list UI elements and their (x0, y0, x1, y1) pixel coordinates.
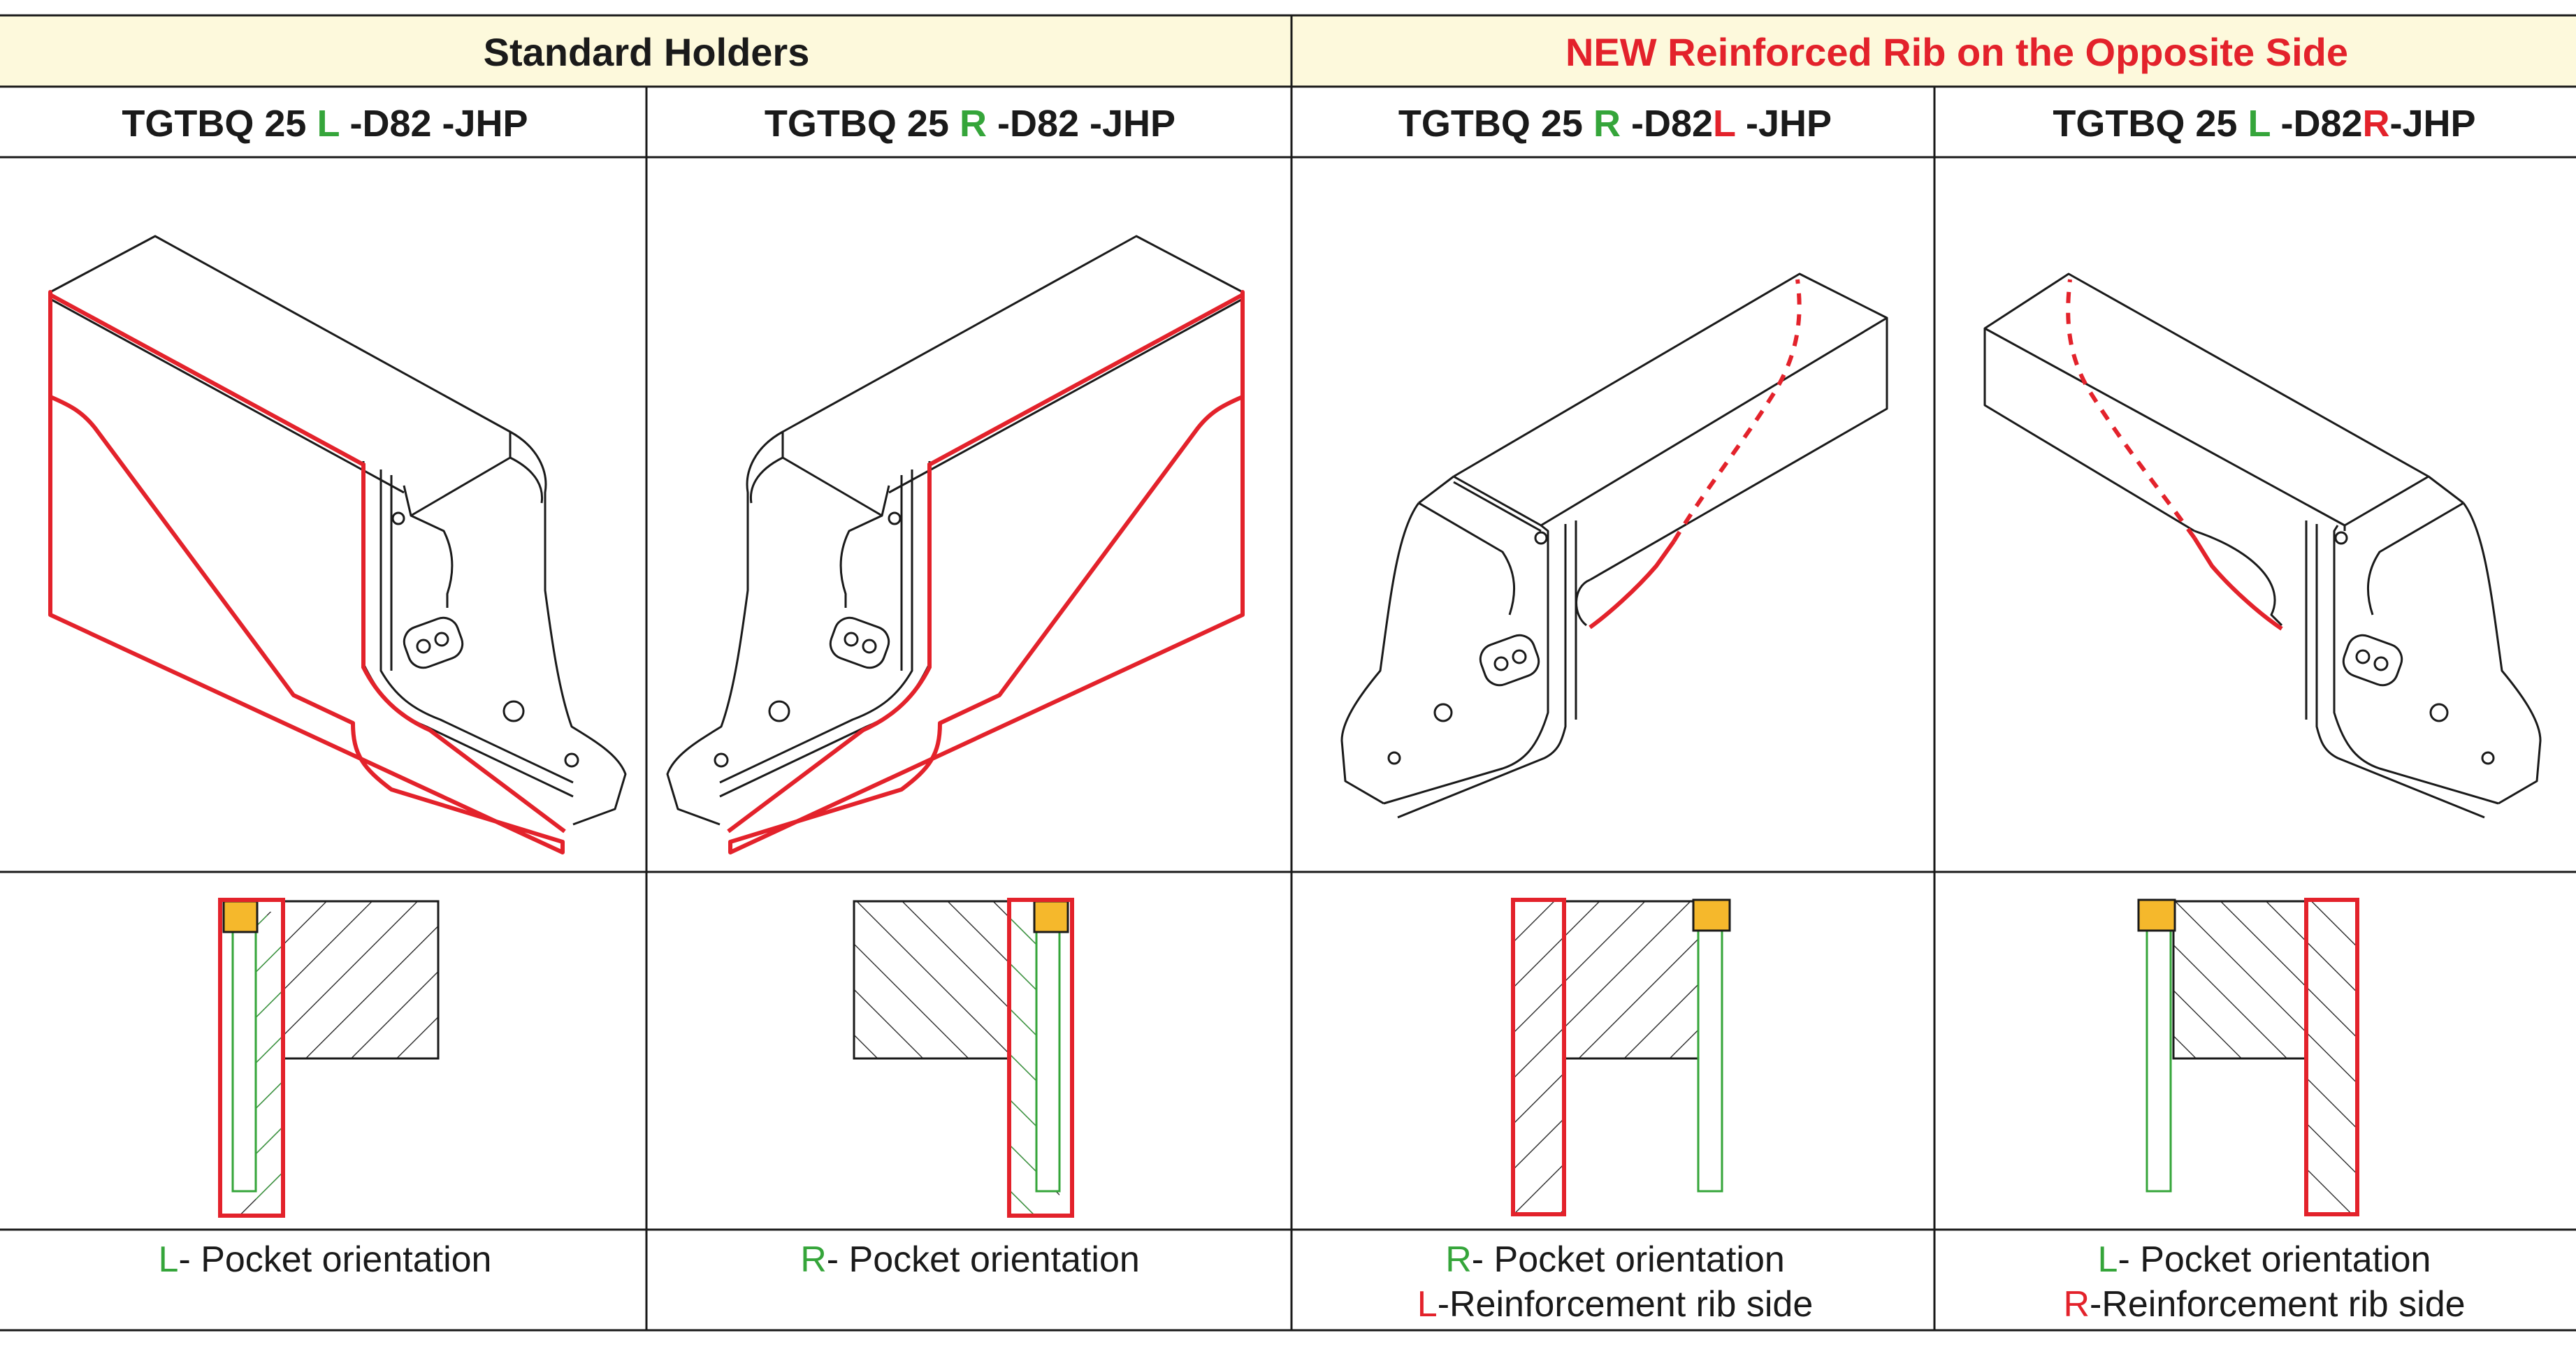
holder-iso-drawing-1 (49, 235, 627, 826)
rib-letter: L (1713, 103, 1735, 145)
hand-letter: R (960, 103, 987, 145)
section-view-4 (2137, 898, 2359, 1216)
rib-letter: R (2363, 103, 2390, 145)
reinforcement-outline (1007, 898, 1074, 1218)
caption-col4-line1: L- Pocket orientation (2098, 1239, 2431, 1280)
section-view-2 (853, 898, 1074, 1218)
reinforcement-rib (2304, 898, 2359, 1216)
caption-col4-line2: R-Reinforcement rib side (2063, 1284, 2465, 1325)
pocket-slot (1697, 914, 1723, 1193)
hand-letter: L (317, 103, 339, 145)
reinforcement-hidden-line-3 (1672, 279, 1802, 543)
insert-square (1692, 898, 1731, 932)
hand-letter: R (1593, 103, 1621, 145)
caption-col3-line1: R- Pocket orientation (1445, 1239, 1785, 1280)
model-name-col4: TGTBQ 25 L -D82R-JHP (2053, 103, 2475, 145)
section-view-3 (1511, 898, 1731, 1216)
model-name-col3: TGTBQ 25 R -D82L -JHP (1398, 103, 1832, 145)
reinforcement-hidden-line-4 (2066, 279, 2197, 539)
hand-letter: L (2248, 103, 2270, 145)
table-grid (0, 14, 2576, 1332)
caption-col3-line2: L-Reinforcement rib side (1417, 1284, 1813, 1325)
insert-square (1033, 900, 1069, 933)
pocket-slot (1035, 914, 1061, 1193)
caption-col2: R- Pocket orientation (800, 1239, 1140, 1280)
insert-square (222, 900, 259, 933)
model-name-col2: TGTBQ 25 R -D82 -JHP (765, 103, 1175, 145)
pocket-slot (231, 914, 257, 1193)
insert-square (2137, 898, 2176, 932)
reinforcement-rib (1511, 898, 1566, 1216)
reinforcement-outline-4 (2192, 537, 2283, 631)
header-new-reinforced-rib: NEW Reinforced Rib on the Opposite Side (1565, 30, 2348, 74)
reinforcement-outline (218, 898, 285, 1218)
model-name-col1: TGTBQ 25 L -D82 -JHP (122, 103, 528, 145)
section-view-1 (218, 898, 440, 1218)
holder-iso-drawing-3 (1340, 272, 1888, 819)
holder-iso-drawing-2 (666, 235, 1244, 826)
reinforcement-outline-1 (48, 290, 565, 854)
reinforcement-outline-3 (1589, 540, 1676, 629)
header-standard-holders: Standard Holders (484, 30, 810, 74)
caption-col1: L- Pocket orientation (159, 1239, 492, 1280)
header-row-bg (0, 15, 2576, 87)
reinforcement-outline-2 (728, 290, 1245, 854)
pocket-slot (2146, 914, 2172, 1193)
holder-iso-drawing-4 (1983, 272, 2542, 819)
